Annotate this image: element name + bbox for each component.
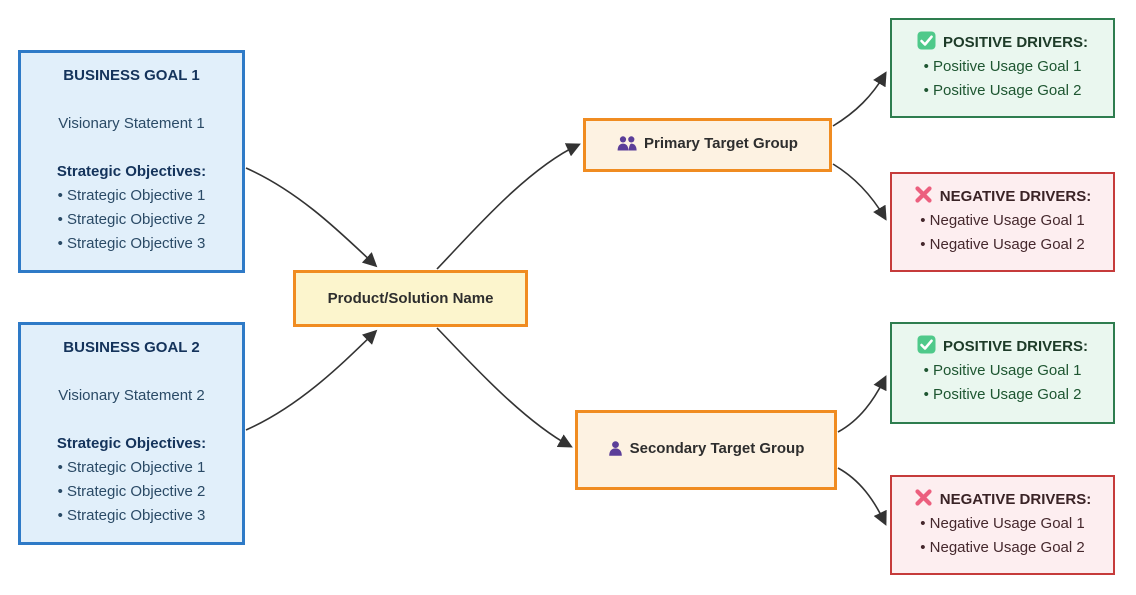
negative-drivers-primary-node: NEGATIVE DRIVERS: Negative Usage Goal 1 … [890,172,1115,272]
negative-drivers-secondary-node: NEGATIVE DRIVERS: Negative Usage Goal 1 … [890,475,1115,575]
business-goal-2-node: BUSINESS GOAL 2 Visionary Statement 2 St… [18,322,245,545]
target-group-label: Primary Target Group [644,135,798,152]
driver-item: Positive Usage Goal 2 [892,383,1113,407]
driver-item: Negative Usage Goal 2 [892,536,1113,560]
vision-statement: Visionary Statement 2 [58,387,205,404]
vision-statement: Visionary Statement 1 [58,115,205,132]
goal-title: BUSINESS GOAL 2 [63,339,200,356]
edge-secondary-positive [837,375,887,433]
driver-item: Negative Usage Goal 1 [892,512,1113,536]
driver-item: Positive Usage Goal 1 [892,359,1113,383]
positive-drivers-primary-node: POSITIVE DRIVERS: Positive Usage Goal 1 … [890,18,1115,118]
driver-title: NEGATIVE DRIVERS: [939,188,1092,205]
edge-product-secondary [436,327,573,448]
target-group-label: Secondary Target Group [629,440,805,457]
cross-icon [914,488,933,515]
business-goal-1-node: BUSINESS GOAL 1 Visionary Statement 1 St… [18,50,245,273]
driver-title: POSITIVE DRIVERS: [942,338,1089,355]
secondary-target-group-node: Secondary Target Group [575,410,837,490]
edge-primary-negative [832,163,887,221]
driver-item: Negative Usage Goal 1 [892,209,1113,233]
objectives-heading: Strategic Objectives: [56,435,207,452]
product-node: Product/Solution Name [293,270,528,327]
edge-goal1-product [245,167,378,268]
edge-product-primary [436,143,581,270]
edge-secondary-negative [837,467,887,526]
goal-title: BUSINESS GOAL 1 [63,67,200,84]
positive-drivers-secondary-node: POSITIVE DRIVERS: Positive Usage Goal 1 … [890,322,1115,424]
primary-target-group-node: Primary Target Group [583,118,832,172]
driver-item: Positive Usage Goal 2 [892,79,1113,103]
cross-icon [914,185,933,212]
objectives-heading: Strategic Objectives: [56,163,207,180]
objective-item: Strategic Objective 2 [21,208,242,232]
check-icon [917,335,936,362]
driver-title: POSITIVE DRIVERS: [942,34,1089,51]
user-icon [608,439,623,464]
objective-item: Strategic Objective 3 [21,504,242,528]
driver-item: Positive Usage Goal 1 [892,55,1113,79]
objective-item: Strategic Objective 1 [21,184,242,208]
edge-goal2-product [245,329,378,431]
objective-item: Strategic Objective 2 [21,480,242,504]
edge-primary-positive [832,71,887,127]
objective-item: Strategic Objective 3 [21,232,242,256]
driver-item: Negative Usage Goal 2 [892,233,1113,257]
product-label: Product/Solution Name [327,290,494,307]
objective-item: Strategic Objective 1 [21,456,242,480]
driver-title: NEGATIVE DRIVERS: [939,491,1092,508]
check-icon [917,31,936,58]
users-icon [617,136,637,155]
